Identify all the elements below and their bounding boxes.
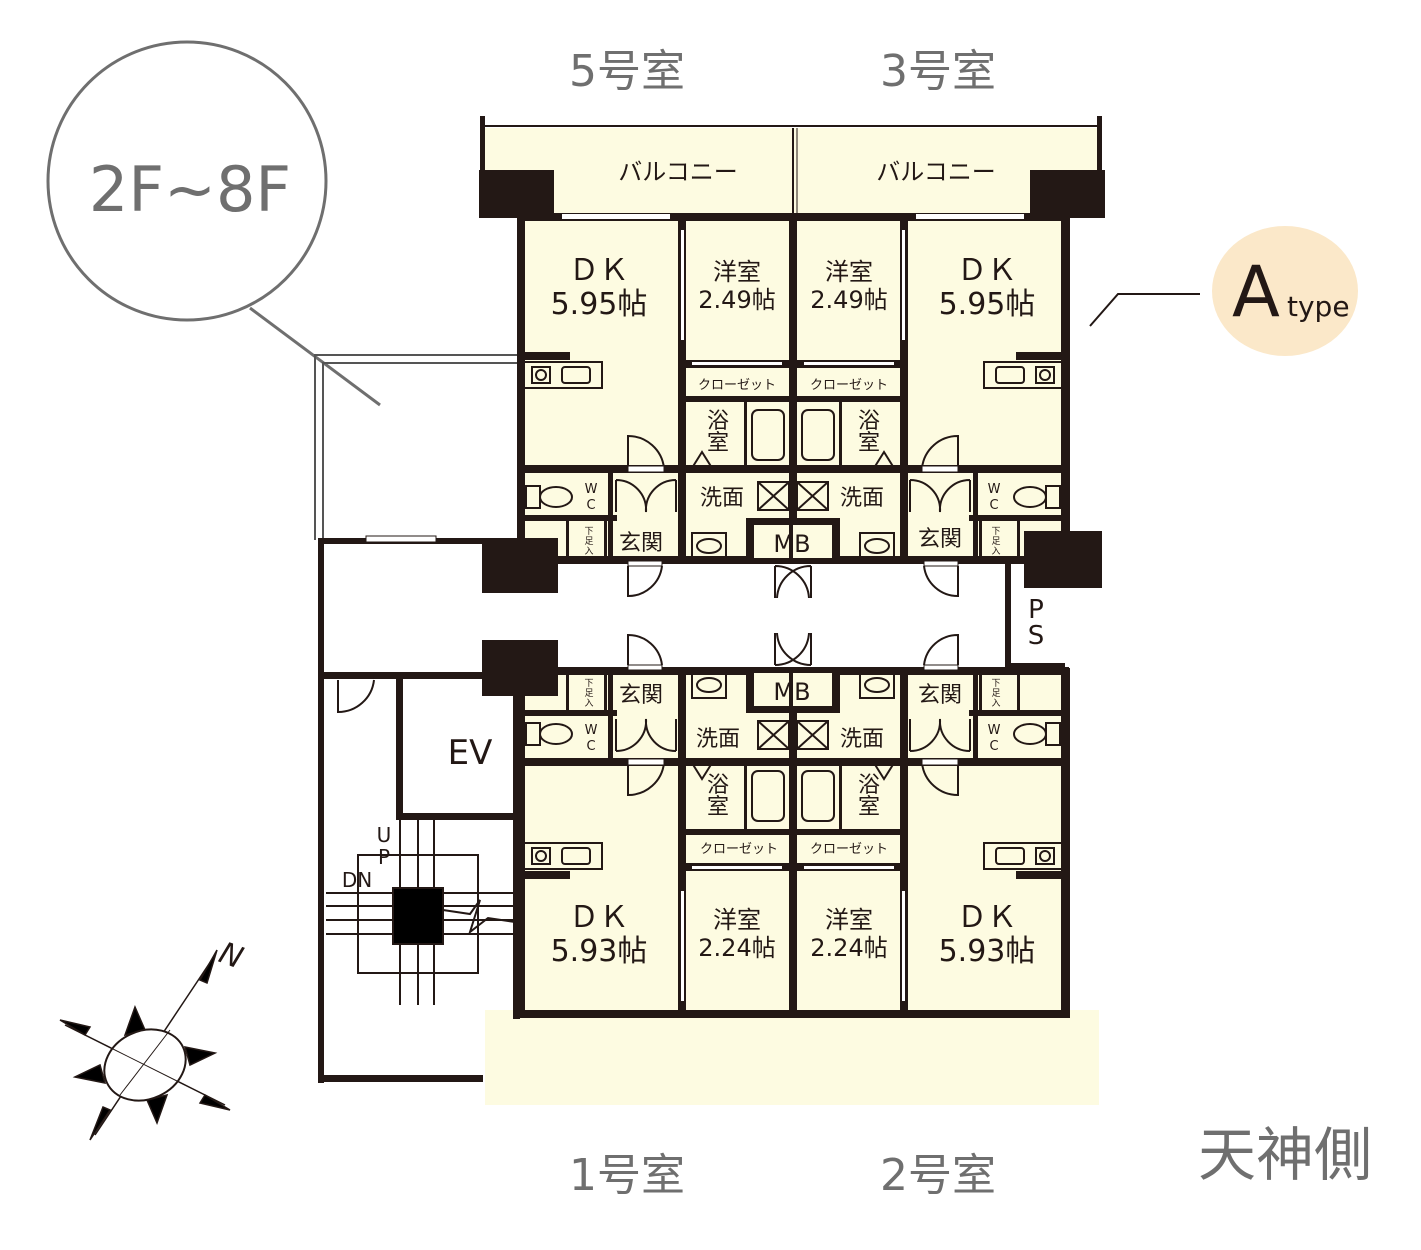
western-room-label: 洋室 [825, 258, 873, 286]
wc-label: C [586, 739, 595, 754]
shoe-storage-label: 入 [991, 698, 1000, 709]
balcony-label-3: バルコニー [876, 158, 996, 186]
washroom-label: 洗面 [840, 727, 884, 752]
dk-label: ＤＫ [957, 253, 1017, 288]
stair-down-label: DN [342, 868, 372, 892]
ps-label-s: S [1028, 621, 1045, 651]
closet-label: クローゼット [700, 842, 778, 857]
room-label-1: 1号室 [569, 1150, 685, 1201]
dk-label: ＤＫ [569, 253, 629, 288]
western-room-label: 洋室 [713, 906, 761, 934]
shoe-storage-label: 足 [584, 688, 593, 699]
compass-north-label: N [214, 936, 247, 977]
western-room-area: 2.49帖 [810, 286, 887, 314]
dk-area: 5.95帖 [939, 287, 1036, 322]
bath-label: 浴 [707, 773, 729, 798]
room-label-3: 3号室 [880, 46, 996, 97]
shoe-storage-label: 足 [584, 536, 593, 547]
western-room-area: 2.24帖 [810, 934, 887, 962]
wc-label: W [988, 723, 1001, 738]
shoe-storage-label: 下 [584, 527, 593, 537]
type-letter: A [1232, 251, 1280, 333]
closet-label: クローゼット [810, 378, 888, 393]
stair-up-u: U [377, 823, 392, 847]
room-label-5: 5号室 [569, 46, 685, 97]
shoe-storage-label: 入 [584, 546, 593, 557]
wc-label: W [988, 482, 1001, 497]
ps-label-p: P [1028, 595, 1044, 625]
unit-type-badge: A type [1089, 226, 1358, 356]
orientation-label: 天神側 [1198, 1121, 1372, 1189]
shoe-storage-label: 下 [991, 527, 1000, 537]
bath-label: 室 [858, 431, 880, 456]
common-area: EV P S [318, 531, 1102, 1083]
balcony-label-5: バルコニー [618, 158, 738, 186]
bath-label: 浴 [858, 409, 880, 434]
unit-5-labels: ＤＫ 5.95帖 洋室 2.49帖 クローゼット 浴 室 洗面 W C 玄関 下… [551, 253, 811, 558]
unit-2-labels: ＤＫ 5.93帖 洋室 2.24帖 クローゼット 浴 室 洗面 W C 玄関 下… [810, 679, 1035, 969]
washroom-label: 洗面 [700, 486, 744, 511]
side-balcony [314, 354, 517, 540]
dk-label: ＤＫ [569, 900, 629, 935]
bath-label: 浴 [858, 773, 880, 798]
wc-label: W [585, 723, 598, 738]
dk-area: 5.95帖 [551, 287, 648, 322]
wc-label: C [989, 498, 998, 513]
compass-icon [59, 949, 231, 1141]
wc-label: C [586, 498, 595, 513]
entrance-label: 玄関 [918, 683, 962, 708]
wc-label: C [989, 739, 998, 754]
closet-label: クローゼット [698, 378, 776, 393]
washroom-label: 洗面 [840, 486, 884, 511]
dk-label: ＤＫ [957, 900, 1017, 935]
staircase [326, 820, 516, 1005]
washroom-label: 洗面 [696, 727, 740, 752]
dk-area: 5.93帖 [939, 934, 1036, 969]
floor-range-text: 2F~8F [89, 153, 291, 226]
mb-label: MB [773, 530, 810, 558]
closet-label: クローゼット [810, 842, 888, 857]
type-word: type [1287, 290, 1350, 323]
entrance-label: 玄関 [918, 527, 962, 552]
western-room-label: 洋室 [713, 258, 761, 286]
mb-label: MB [773, 678, 810, 706]
western-room-label: 洋室 [825, 906, 873, 934]
bath-label: 室 [707, 431, 729, 456]
bath-label: 室 [858, 795, 880, 820]
shoe-storage-label: 入 [584, 698, 593, 709]
shoe-storage-label: 足 [991, 536, 1000, 547]
shoe-storage-label: 下 [991, 679, 1000, 689]
western-room-area: 2.49帖 [698, 286, 775, 314]
shoe-storage-label: 下 [584, 679, 593, 689]
shoe-storage-label: 足 [991, 688, 1000, 699]
room-label-2: 2号室 [880, 1150, 996, 1201]
bath-label: 室 [707, 795, 729, 820]
entrance-label: 玄関 [619, 531, 663, 556]
dk-area: 5.93帖 [551, 934, 648, 969]
bath-label: 浴 [707, 409, 729, 434]
entrance-label: 玄関 [619, 683, 663, 708]
balcony-top: バルコニー バルコニー [479, 116, 1105, 218]
wc-label: W [585, 482, 598, 497]
stair-up-p: P [378, 845, 390, 869]
unit-1-labels: ＤＫ 5.93帖 洋室 2.24帖 クローゼット 浴 室 洗面 W C 玄関 下… [551, 678, 811, 969]
western-room-area: 2.24帖 [698, 934, 775, 962]
shoe-storage-label: 入 [991, 546, 1000, 557]
balcony-bottom [485, 1010, 1099, 1105]
floor-range-badge: 2F~8F [46, 40, 381, 407]
unit-3-labels: ＤＫ 5.95帖 洋室 2.49帖 クローゼット 浴 室 洗面 W C 玄関 下… [810, 253, 1035, 557]
ev-label: EV [448, 733, 493, 773]
